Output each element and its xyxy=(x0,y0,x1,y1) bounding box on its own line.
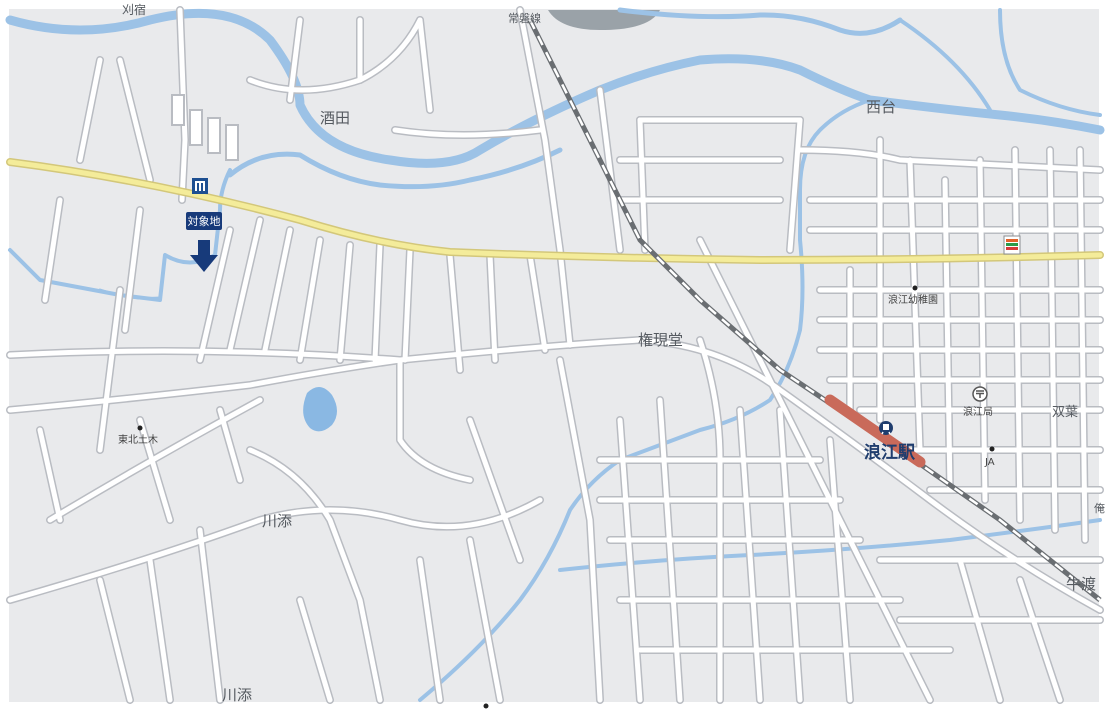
label-gongendo: 権現堂 xyxy=(638,331,683,349)
label-ja: JA xyxy=(984,457,995,468)
railway-dash xyxy=(528,19,1101,601)
target-label: 対象地 xyxy=(188,214,221,228)
label-top-left-partial: 刈宿 xyxy=(122,2,146,17)
point-kindergarten xyxy=(912,285,918,291)
label-namie-kindergarten: 浪江幼稚園 xyxy=(888,293,938,306)
label-kawazoe-2: 川添 xyxy=(222,686,252,704)
convenience-store-icon xyxy=(1003,235,1021,255)
label-ushiwata: 牛渡 xyxy=(1066,575,1096,593)
main-road xyxy=(7,159,1103,263)
site-blocks xyxy=(171,94,239,161)
target-marker[interactable]: 対象地 xyxy=(186,212,222,272)
post-office-icon xyxy=(972,386,988,402)
roads xyxy=(7,7,1103,703)
label-namie-post: 浪江局 xyxy=(963,405,993,418)
point-tohoku-doboku xyxy=(137,425,143,431)
station-icon xyxy=(879,421,893,435)
label-sakata: 酒田 xyxy=(320,109,350,127)
pond xyxy=(303,386,337,432)
river-main xyxy=(5,8,1105,168)
river-main-south xyxy=(227,147,563,190)
label-futaba: 双葉 xyxy=(1052,405,1078,420)
station-platform xyxy=(824,394,926,468)
label-joban-line: 常磐線 xyxy=(508,11,541,25)
label-right-edge-partial: 俺 xyxy=(1094,501,1105,515)
building-icon xyxy=(192,178,208,194)
river-top-far-right xyxy=(998,8,1102,117)
arrow-down-icon xyxy=(190,240,218,272)
label-nishidai: 西台 xyxy=(866,98,896,116)
river-south-east xyxy=(558,518,1102,572)
target-label-box xyxy=(186,212,222,230)
river-top-branch xyxy=(617,7,903,36)
point-bottom xyxy=(483,703,489,709)
label-kawazoe-1: 川添 xyxy=(262,512,292,530)
point-ja xyxy=(989,446,995,452)
label-namie-station: 浪江駅 xyxy=(864,442,916,463)
label-tohoku-doboku: 東北土木 xyxy=(118,433,158,446)
pond-top xyxy=(548,10,660,30)
river-top-right xyxy=(898,18,992,112)
